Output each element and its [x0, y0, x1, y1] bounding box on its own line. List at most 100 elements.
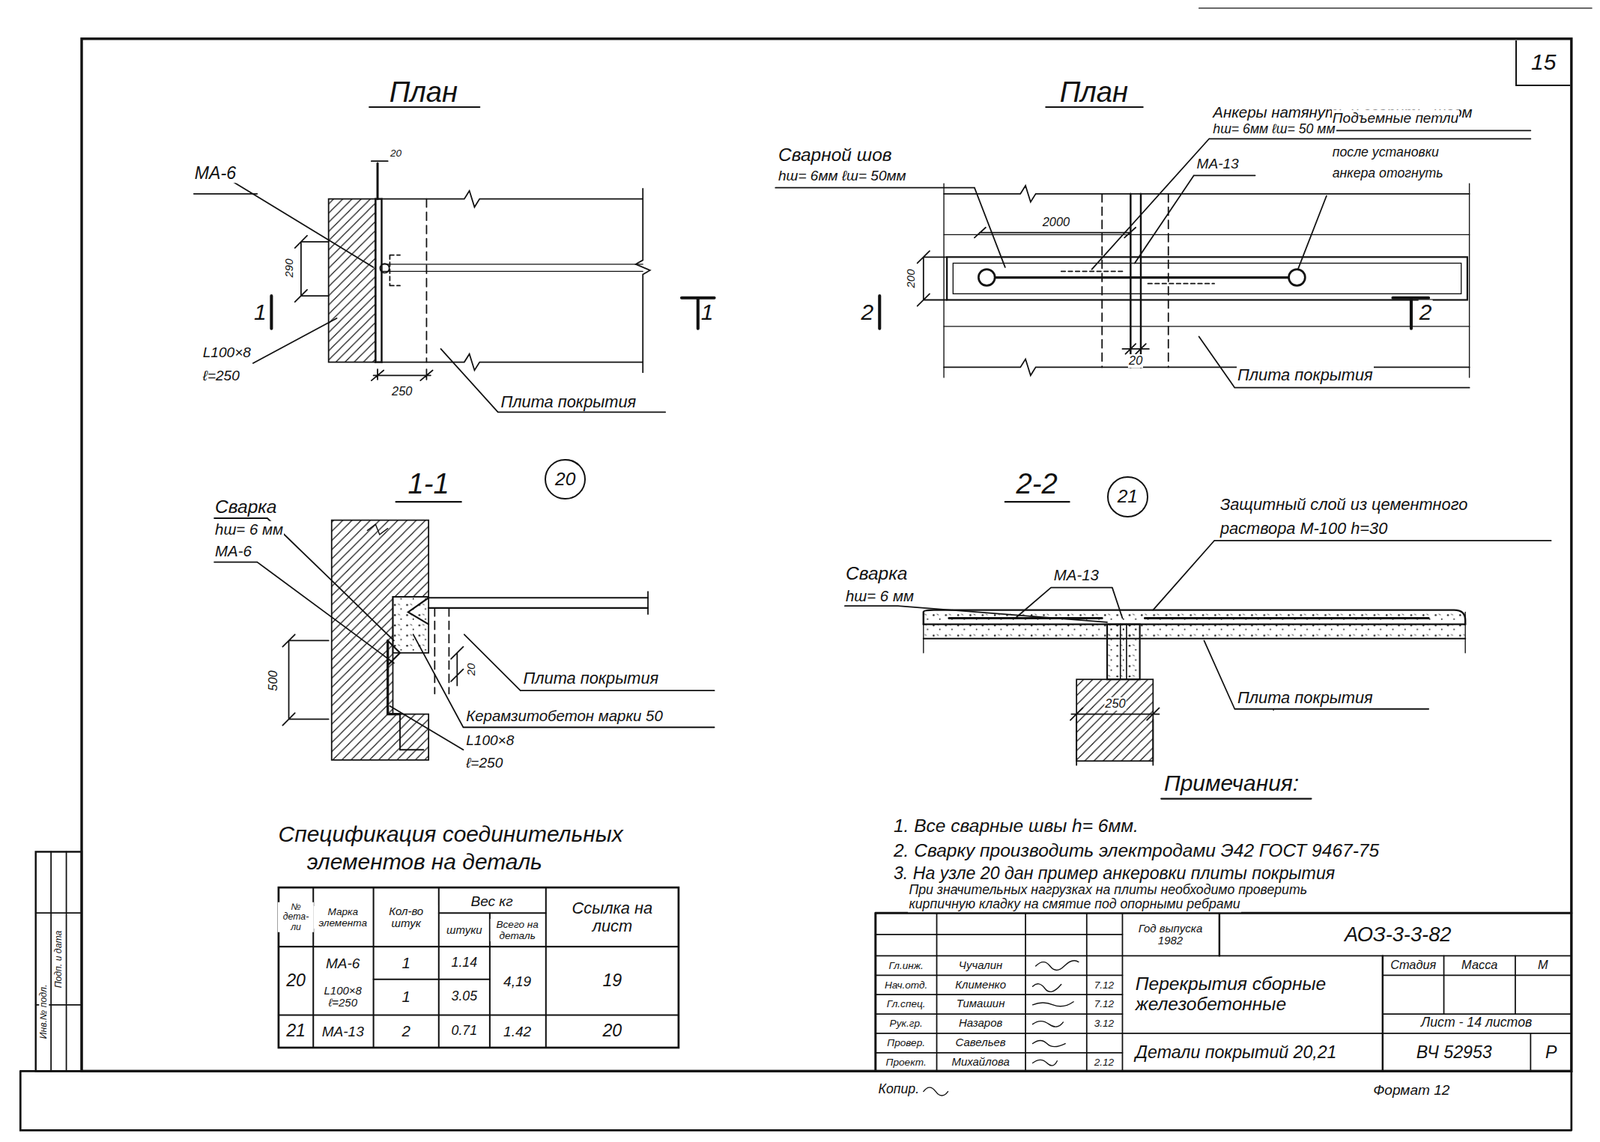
section-mark: 2: [1418, 299, 1433, 325]
table-cell: 3.05: [450, 989, 478, 1004]
title-block-cell: Назаров: [958, 1017, 1003, 1030]
table-cell: Кол-во штук: [374, 904, 438, 930]
view-heading: 2-2: [1014, 468, 1058, 500]
title-block-cell: Год выпуска 1982: [1125, 922, 1217, 947]
node-text: 20: [555, 470, 576, 490]
leader-label: МА-13: [1053, 567, 1100, 584]
table-cell: 21: [285, 1021, 307, 1041]
title-block-cell: Рук.гр.: [889, 1017, 924, 1030]
note-text: 3. На узле 20 дан пример анкеровки плиты…: [892, 865, 1336, 884]
note-text: 2. Сварку производить электродами Э42 ГО…: [892, 841, 1380, 862]
dimension: 2000: [1041, 215, 1071, 230]
title-block-cell: Тимашин: [955, 997, 1006, 1010]
title-block-cell: Проект.: [885, 1056, 928, 1069]
section-mark: 2: [860, 299, 875, 325]
node-text: 21: [1117, 487, 1138, 507]
leader-label: после установки: [1331, 146, 1440, 161]
detail-callout-circle: 20: [544, 459, 586, 500]
dimension: 250: [391, 385, 413, 399]
table-cell: 1.42: [502, 1023, 532, 1040]
view-heading: План: [1059, 76, 1129, 108]
title-block-cell: Масса: [1460, 958, 1499, 973]
note-text: кирпичную кладку на смятие под опорными …: [907, 898, 1241, 913]
table-cell: Ссылка на лист: [555, 899, 669, 936]
title-block-cell: Лист - 14 листов: [1420, 1016, 1533, 1031]
sheet-mark: Копир.: [877, 1082, 921, 1097]
dimension: 290: [282, 258, 295, 279]
node-text: 15: [1531, 50, 1556, 74]
title-block-cell: ВЧ 52953: [1415, 1043, 1493, 1063]
table-cell: Всего на деталь: [489, 919, 545, 942]
title-block-cell: Перекрытия сборные железобетонные: [1134, 974, 1377, 1015]
notes-heading: Примечания:: [1163, 771, 1300, 797]
leader-label: ℓ=250: [202, 367, 241, 384]
leader-label: Сварной шов: [777, 145, 893, 166]
leader-label: hш= 6мм ℓш= 50 мм: [1211, 122, 1336, 137]
dimension: 250: [1104, 697, 1126, 711]
title-block-cell: 7.12: [1093, 998, 1116, 1010]
table-cell: МА-6: [325, 955, 362, 971]
sheet-number-box: 15: [1515, 40, 1571, 87]
note-text: 1. Все сварные швы h= 6мм.: [892, 816, 1140, 837]
leader-label: анкера отогнуть: [1331, 166, 1445, 181]
table-cell: 0.71: [450, 1023, 478, 1039]
title-block-cell: Гл.спец.: [886, 998, 927, 1010]
stamp-text: Инв.№ подл.: [38, 984, 49, 1041]
table-cell: 1: [400, 955, 411, 972]
table-cell: 1.14: [450, 955, 478, 971]
view-heading: План: [388, 76, 459, 108]
detail-callout-circle: 21: [1107, 476, 1148, 517]
leader-label: Плита покрытия: [1236, 366, 1374, 385]
leader-label: МА-13: [1196, 155, 1240, 171]
leader-label: ℓ=250: [465, 754, 504, 771]
dimension: 20: [389, 147, 403, 159]
table-cell: Марка элемента: [313, 906, 373, 929]
leader-label: раствора М-100 h=30: [1219, 519, 1389, 538]
leader-label: Керамзитобетон марки 50: [465, 707, 664, 725]
title-block-cell: АОЗ-3-3-82: [1343, 923, 1452, 947]
table-cell: 4,19: [502, 973, 532, 990]
dimension: 20: [1128, 354, 1144, 368]
leader-label: hш= 6 мм: [844, 587, 915, 604]
table-title: Спецификация соединительных: [277, 822, 624, 848]
leader-label: hш= 6 мм: [214, 521, 284, 538]
title-block-cell: Чучалин: [958, 958, 1003, 971]
table-title: элементов на деталь: [306, 850, 544, 875]
leader-label: L100×8: [465, 731, 515, 748]
title-block-cell: 3.12: [1093, 1017, 1116, 1030]
table-cell: штуки: [445, 924, 483, 937]
title-block-cell: Клименко: [954, 978, 1007, 991]
title-block-cell: Гл.инж.: [887, 959, 924, 971]
title-block-cell: Детали покрытий 20,21: [1134, 1043, 1338, 1063]
title-block-cell: М: [1537, 958, 1550, 973]
dimension: 500: [266, 669, 281, 692]
table-cell: № дета-ли: [277, 901, 314, 932]
table-cell: 1: [400, 988, 411, 1006]
title-block-cell: Михайлова: [950, 1056, 1010, 1069]
leader-label: МА-6: [214, 542, 253, 559]
leader-label: Плита покрытия: [1236, 689, 1374, 708]
sheet-mark: Формат 12: [1372, 1081, 1451, 1098]
title-block-cell: Провер.: [886, 1037, 926, 1049]
title-block-cell: Савельев: [955, 1036, 1007, 1049]
title-block-cell: 2.12: [1093, 1056, 1116, 1069]
table-cell: 2: [400, 1023, 411, 1040]
leader-label: Сварка: [844, 563, 908, 584]
leader-label: Плита покрытия: [522, 669, 660, 688]
title-block-cell: 7.12: [1093, 979, 1116, 991]
leader-label: Подъемные петли: [1331, 109, 1460, 126]
section-mark: 1: [253, 299, 268, 325]
title-block-cell: Р: [1544, 1043, 1558, 1063]
leader-label: Сварка: [214, 497, 278, 518]
leader-label: МА-6: [194, 164, 237, 183]
table-cell: Вес кг: [469, 892, 514, 909]
table-cell: L100×8 ℓ=250: [314, 984, 372, 1009]
stamp-text: Подп. и дата: [53, 929, 64, 989]
leader-label: Плита покрытия: [500, 393, 638, 412]
note-text: При значительных нагрузках на плиты необ…: [907, 883, 1308, 899]
dimension: 200: [904, 268, 917, 289]
view-heading: 1-1: [407, 468, 451, 500]
leader-label: L100×8: [202, 343, 252, 360]
table-cell: МА-13: [321, 1023, 365, 1040]
